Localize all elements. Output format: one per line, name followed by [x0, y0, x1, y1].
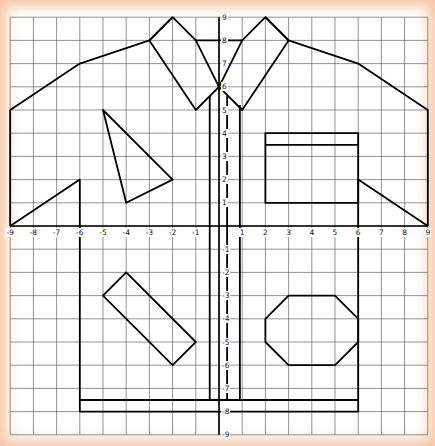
collar-back	[196, 40, 242, 42]
x-axis-number: -7	[52, 228, 61, 237]
x-axis-number: 5	[332, 228, 339, 237]
collar	[149, 17, 219, 110]
x-axis-number: -8	[29, 228, 38, 237]
x-axis-number: 7	[378, 228, 385, 237]
grid-lines	[10, 17, 428, 435]
y-axis-number: 2	[221, 175, 228, 184]
y-axis-number: -1	[221, 245, 230, 254]
placket	[239, 105, 241, 400]
x-axis-number: 2	[262, 228, 269, 237]
x-axis-number: -1	[191, 228, 200, 237]
grid-line	[10, 40, 428, 41]
x-axis-number: -3	[145, 228, 154, 237]
y-axis	[218, 17, 220, 435]
y-axis-number: 4	[221, 129, 228, 138]
placket	[209, 96, 211, 400]
y-axis-number: -9	[221, 430, 230, 439]
x-axis-number: 8	[401, 228, 408, 237]
y-axis-number: -4	[221, 314, 230, 323]
x-axis-number: 6	[355, 228, 362, 237]
y-axis-number: -5	[221, 338, 230, 347]
y-axis-number: 7	[221, 59, 228, 68]
pocket	[265, 133, 358, 203]
y-axis-number: 8	[221, 36, 228, 45]
x-axis-number: -9	[5, 228, 14, 237]
grid-line	[219, 17, 220, 435]
shirt-outline	[10, 17, 172, 226]
collar	[219, 17, 289, 110]
shirt-outline	[265, 17, 427, 226]
rotated-rectangle	[103, 272, 196, 365]
triangle	[103, 110, 173, 203]
y-axis-number: 1	[221, 198, 228, 207]
y-axis-number: -8	[221, 407, 230, 416]
y-axis-number: -7	[221, 384, 230, 393]
y-axis-number: -2	[221, 268, 230, 277]
x-axis-number: 3	[285, 228, 292, 237]
y-axis-number: 6	[221, 82, 228, 91]
x-axis-number: -4	[121, 228, 130, 237]
pocket-flap	[265, 144, 358, 146]
y-axis-number: -3	[221, 291, 230, 300]
x-axis-number: 9	[424, 228, 431, 237]
x-axis-number: -6	[75, 228, 84, 237]
y-axis-number: 9	[221, 13, 228, 22]
x-axis-number: -2	[168, 228, 177, 237]
y-axis-number: -6	[221, 361, 230, 370]
shirt-outline	[10, 180, 428, 412]
grid-lines	[10, 17, 428, 435]
octagon	[265, 296, 358, 366]
x-axis-number: -5	[98, 228, 107, 237]
y-axis-number: 5	[221, 106, 228, 115]
shirt-hem	[80, 399, 358, 401]
x-axis-number: 4	[308, 228, 315, 237]
x-axis-number: 1	[239, 228, 246, 237]
y-axis-number: 3	[221, 152, 228, 161]
